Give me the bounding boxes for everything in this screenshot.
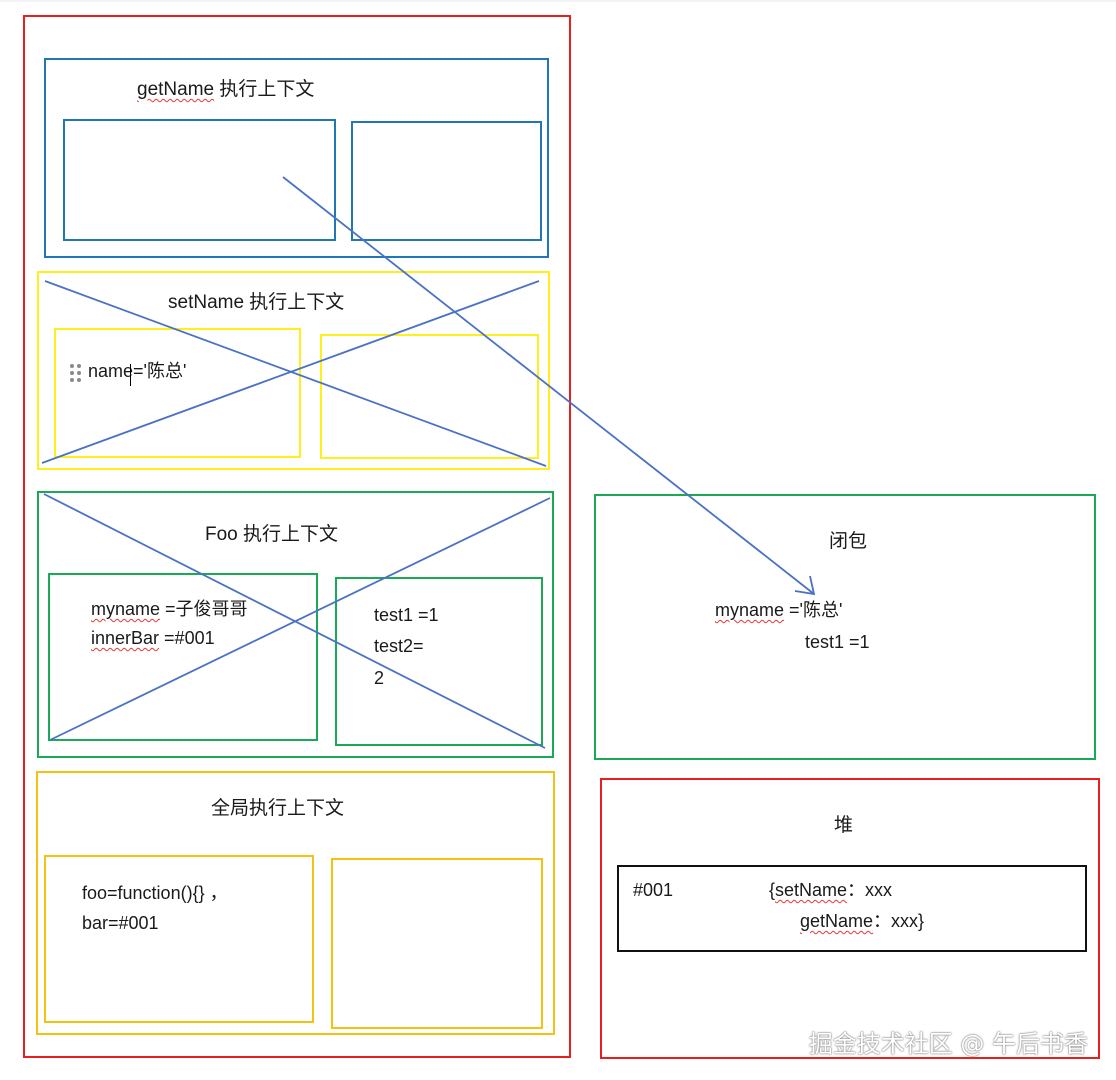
- closure-test1-line: test1 =1: [805, 632, 870, 652]
- getname-lexical-env: [351, 121, 542, 241]
- closure-title: 闭包: [829, 531, 868, 552]
- top-edge: [0, 0, 1116, 2]
- getname-variable-env: [63, 119, 336, 241]
- setname-var-name: name='陈总': [88, 361, 187, 381]
- global-foo-line: foo=function(){} ，: [82, 883, 228, 903]
- foo-myname-key: myname: [91, 599, 161, 619]
- heap-setname-key: setName: [775, 880, 848, 900]
- foo-test1: test1 =1: [374, 605, 439, 625]
- closure-box: [594, 494, 1096, 760]
- getname-keyword: getName: [137, 79, 215, 100]
- foo-test2-value: 2: [374, 668, 385, 688]
- foo-innerbar-key: innerBar: [91, 628, 160, 648]
- watermark: 掘金技术社区 @ 午后书香: [808, 1030, 1088, 1058]
- foo-myname-value: =子俊哥哥: [160, 599, 248, 619]
- closure-myname-key: myname: [715, 600, 785, 620]
- heap-getname-value: ：xxx}: [873, 911, 925, 931]
- setname-context-title: setName 执行上下文: [168, 292, 345, 313]
- heap-title: 堆: [834, 815, 854, 836]
- heap-box: [600, 778, 1100, 1059]
- text-cursor: [130, 364, 131, 386]
- heap-setname-value: ：xxx: [847, 880, 893, 900]
- getname-title-suffix: 执行上下文: [214, 79, 315, 100]
- heap-address: #001: [633, 880, 674, 900]
- getname-context-title: getName 执行上下文: [137, 80, 314, 99]
- global-context-title: 全局执行上下文: [211, 798, 345, 819]
- foo-lexical-env: [335, 577, 543, 746]
- global-bar-line: bar=#001: [82, 913, 159, 933]
- heap-object-box: [617, 865, 1087, 952]
- foo-innerbar-value: =#001: [159, 628, 215, 648]
- foo-myname-line: myname =子俊哥哥: [91, 600, 248, 618]
- foo-test2: test2=: [374, 636, 424, 656]
- foo-innerbar-line: innerBar =#001: [91, 629, 215, 647]
- global-variable-env: [44, 855, 314, 1023]
- global-context: [36, 771, 555, 1035]
- heap-getname-key: getName: [800, 911, 874, 931]
- heap-setname-line: {setName：xxx: [769, 881, 892, 899]
- setname-lexical-env: [320, 334, 539, 459]
- closure-myname-value: ='陈总': [784, 600, 843, 620]
- heap-getname-line: getName：xxx}: [800, 912, 924, 930]
- global-lexical-env: [331, 858, 543, 1029]
- closure-myname-line: myname ='陈总': [715, 601, 842, 619]
- foo-context-title: Foo 执行上下文: [205, 524, 339, 545]
- drag-handle-icon[interactable]: [70, 364, 84, 386]
- setname-variable-env: [54, 328, 301, 458]
- heap-brace-open: {: [769, 880, 776, 900]
